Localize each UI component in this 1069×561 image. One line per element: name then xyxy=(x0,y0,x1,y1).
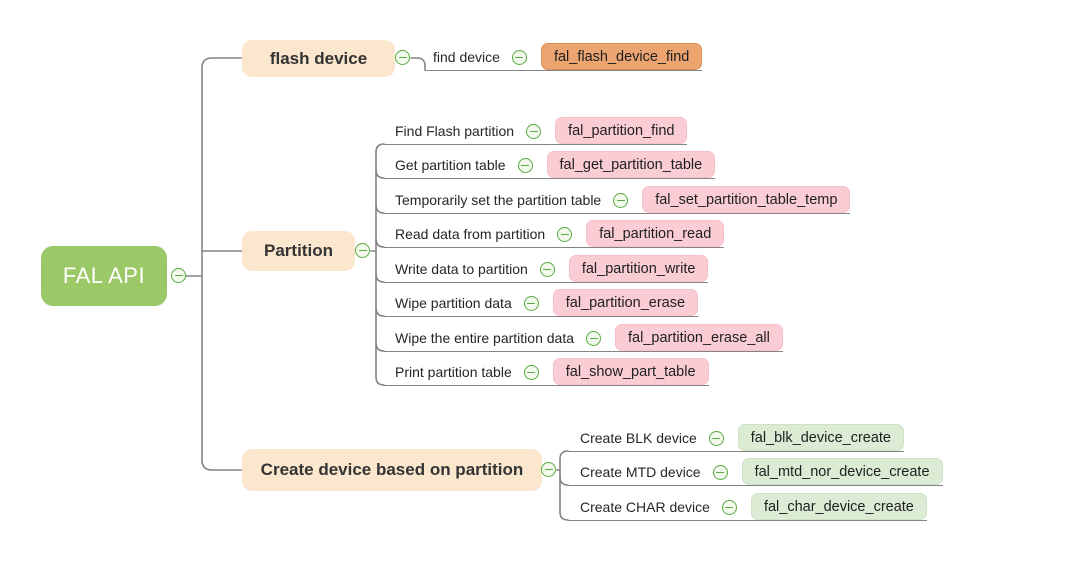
child-topic-row: Wipe the entire partition data fal_parti… xyxy=(384,324,783,352)
api-chip[interactable]: fal_partition_find xyxy=(555,117,688,144)
api-chip[interactable]: fal_partition_write xyxy=(568,255,709,282)
minus-circle-icon[interactable] xyxy=(557,227,573,242)
topic-label[interactable]: Temporarily set the partition table xyxy=(395,192,602,208)
topic-label[interactable]: find device xyxy=(433,49,500,65)
child-topic-row: Create BLK device fal_blk_device_create xyxy=(568,424,904,452)
topic-label[interactable]: Get partition table xyxy=(395,157,506,173)
topic-label[interactable]: Wipe partition data xyxy=(395,295,512,311)
topic-label[interactable]: Print partition table xyxy=(395,364,512,380)
api-chip[interactable]: fal_flash_device_find xyxy=(540,43,703,70)
api-chip[interactable]: fal_blk_device_create xyxy=(737,424,904,451)
child-topic-row: Read data from partition fal_partition_r… xyxy=(384,220,725,248)
branch-topic-partition[interactable]: Partition xyxy=(242,231,355,271)
child-topic-row: Write data to partition fal_partition_wr… xyxy=(384,255,709,283)
minus-circle-icon[interactable] xyxy=(355,243,370,258)
minus-circle-icon[interactable] xyxy=(712,465,728,480)
root-topic-fal-api[interactable]: FAL API xyxy=(41,246,167,306)
branch-topic-create-device[interactable]: Create device based on partition xyxy=(242,449,542,491)
child-topic-row: Create MTD device fal_mtd_nor_device_cre… xyxy=(568,458,943,486)
child-topic-row: Temporarily set the partition table fal_… xyxy=(384,186,851,214)
child-topic-row: Create CHAR device fal_char_device_creat… xyxy=(568,493,927,521)
minus-circle-icon[interactable] xyxy=(523,365,539,380)
child-topic-row: Print partition table fal_show_part_tabl… xyxy=(384,358,709,386)
minus-circle-icon[interactable] xyxy=(171,268,186,283)
minus-circle-icon[interactable] xyxy=(708,431,724,446)
child-topic-row: Wipe partition data fal_partition_erase xyxy=(384,289,699,317)
topic-label[interactable]: Create CHAR device xyxy=(580,499,710,515)
branch-topic-flash-device[interactable]: flash device xyxy=(242,40,395,77)
minus-circle-icon[interactable] xyxy=(613,193,629,208)
api-chip[interactable]: fal_show_part_table xyxy=(552,358,709,385)
child-topic-row: Get partition table fal_get_partition_ta… xyxy=(384,151,716,179)
child-topic-row: Find Flash partition fal_partition_find xyxy=(384,117,688,145)
api-chip[interactable]: fal_char_device_create xyxy=(750,493,927,520)
api-chip[interactable]: fal_partition_read xyxy=(586,220,725,247)
topic-label[interactable]: Wipe the entire partition data xyxy=(395,330,574,346)
minus-circle-icon[interactable] xyxy=(395,50,410,65)
minus-circle-icon[interactable] xyxy=(511,50,527,65)
api-chip[interactable]: fal_partition_erase xyxy=(552,289,699,316)
minus-circle-icon[interactable] xyxy=(526,124,542,139)
api-chip[interactable]: fal_set_partition_table_temp xyxy=(642,186,851,213)
minus-circle-icon[interactable] xyxy=(586,331,601,346)
minus-circle-icon[interactable] xyxy=(517,158,533,173)
child-topic-row: find device fal_flash_device_find xyxy=(425,43,703,71)
minus-circle-icon[interactable] xyxy=(721,500,737,515)
topic-label[interactable]: Read data from partition xyxy=(395,226,546,242)
minus-circle-icon[interactable] xyxy=(539,262,555,277)
api-chip[interactable]: fal_mtd_nor_device_create xyxy=(741,458,943,485)
minus-circle-icon[interactable] xyxy=(523,296,539,311)
topic-label[interactable]: Write data to partition xyxy=(395,261,528,277)
topic-label[interactable]: Find Flash partition xyxy=(395,123,515,139)
api-chip[interactable]: fal_get_partition_table xyxy=(546,151,716,178)
topic-label[interactable]: Create BLK device xyxy=(580,430,697,446)
topic-label[interactable]: Create MTD device xyxy=(580,464,701,480)
api-chip[interactable]: fal_partition_erase_all xyxy=(615,324,783,351)
minus-circle-icon[interactable] xyxy=(541,462,556,477)
